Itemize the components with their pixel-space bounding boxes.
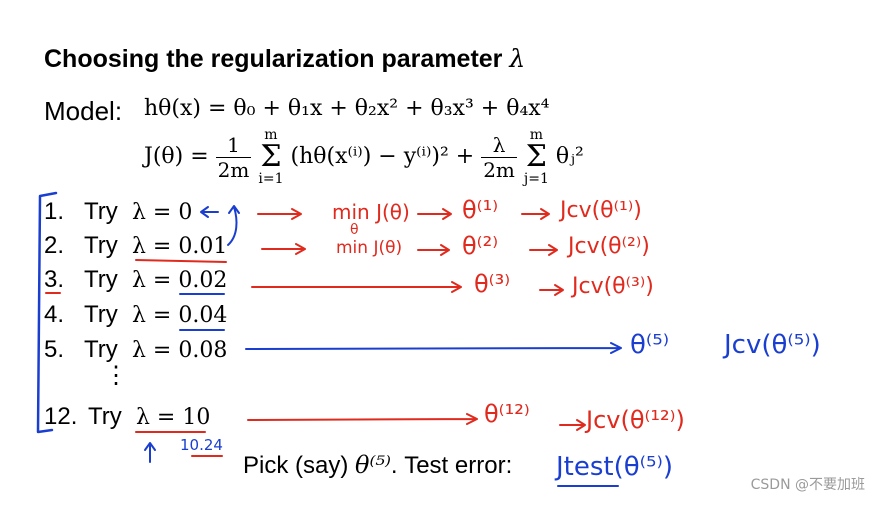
pick-sentence: Pick (say) θ⁽⁵⁾. Test error: (243, 451, 512, 480)
arrow-row1-c (521, 208, 550, 220)
arrow-row5 (245, 342, 622, 354)
try-label: Try (84, 198, 118, 225)
try-row-1: 1. Try λ = 0 (44, 198, 192, 230)
note-min-theta: θ (350, 222, 359, 238)
try-row-4: 4. Try λ = 0.04 (44, 301, 227, 333)
try-index: 12. (44, 403, 78, 430)
try-label: Try (84, 301, 118, 328)
try-index: 2. (44, 232, 65, 259)
lambda-value: λ = 0.01 (132, 234, 228, 259)
try-label: Try (88, 403, 122, 430)
model-label: Model: (44, 96, 123, 126)
lambda-value: λ = 0.04 (132, 303, 228, 328)
cost-lhs: J(θ) = (144, 144, 216, 169)
try-row-5: 5. Try λ = 0.08 (44, 336, 227, 368)
try-label: Try (84, 232, 118, 259)
arrow-row2-b (417, 244, 450, 256)
note-theta-5: θ⁽⁵⁾ (630, 330, 670, 360)
sum-upper: m (264, 127, 278, 143)
arrow-row1-b (417, 208, 452, 220)
try-label: Try (84, 266, 118, 293)
try-index: 5. (44, 336, 65, 363)
note-jcv-5: Jcv(θ⁽⁵⁾) (724, 330, 821, 360)
pick-theta: θ⁽⁵⁾ (355, 451, 391, 479)
try-row-2: 2. Try λ = 0.01 (44, 232, 227, 264)
bracket (36, 191, 58, 434)
note-theta-12: θ⁽¹²⁾ (484, 400, 530, 428)
note-min-1: min J(θ) (332, 200, 410, 224)
watermark: CSDN @不要加班 (750, 477, 865, 493)
sigma-symbol: Σ (525, 139, 547, 174)
curve-arrow-up (227, 205, 240, 246)
regularization-term: θⱼ² (555, 144, 584, 169)
title-text: Choosing the regularization parameter (44, 45, 510, 73)
sum-lower: i=1 (258, 171, 284, 187)
sigma-symbol: Σ (260, 139, 282, 174)
arrow-row3 (251, 281, 462, 293)
pick-suffix: . Test error: (390, 452, 513, 479)
arrow-row12 (247, 413, 478, 425)
fraction-denominator: 2m (217, 157, 250, 182)
lambda-value: λ = 0.08 (132, 338, 228, 363)
note-theta-1: θ⁽¹⁾ (462, 196, 499, 224)
try-label: Try (84, 336, 118, 363)
arrow-row12-b (559, 419, 586, 431)
note-min-2: min J(θ) (336, 238, 403, 258)
sum-upper: m (529, 127, 544, 143)
uparrow-lambda12 (144, 442, 156, 463)
note-jcv-2: Jcv(θ⁽²⁾) (568, 234, 650, 259)
fraction-numerator: λ (481, 133, 517, 158)
try-index: 4. (44, 301, 65, 328)
arrow-row1-a (257, 208, 302, 220)
arrow-row2-a (261, 243, 306, 255)
arrow-lambda0-left (200, 206, 219, 218)
cost-sum-body: (hθ(x⁽ⁱ⁾) − y⁽ⁱ⁾)² + (290, 144, 482, 169)
sum-lower: j=1 (523, 171, 549, 187)
note-jcv-1: Jcv(θ⁽¹⁾) (560, 198, 642, 223)
underline-row2 (135, 259, 227, 263)
note-theta-2: θ⁽²⁾ (462, 232, 499, 260)
title-lambda-symbol: λ (509, 44, 526, 73)
try-index: 3. (44, 266, 65, 293)
arrow-row2-c (529, 244, 558, 256)
note-jcv-3: Jcv(θ⁽³⁾) (572, 274, 654, 299)
note-jtest: Jtest(θ⁽⁵⁾) (556, 452, 673, 482)
slide-title: Choosing the regularization parameter λ (44, 44, 525, 74)
lambda-value: λ = 0.02 (132, 268, 228, 293)
note-theta-3: θ⁽³⁾ (474, 270, 511, 298)
hypothesis-equation: hθ(x) = θ₀ + θ₁x + θ₂x² + θ₃x³ + θ₄x⁴ (144, 96, 550, 121)
try-index: 1. (44, 198, 65, 225)
fraction-numerator: 1 (215, 133, 252, 158)
arrow-row3-b (539, 284, 564, 296)
lambda-value: λ = 10 (136, 405, 211, 430)
pick-prefix: Pick (say) (243, 452, 356, 479)
try-row-12: 12. Try λ = 10 (44, 403, 210, 435)
lambda-value: λ = 0 (132, 200, 193, 225)
note-scale: 10.24 (180, 436, 223, 454)
fraction-denominator: 2m (483, 157, 515, 182)
try-row-3: 3. Try λ = 0.02 (44, 266, 227, 298)
note-jcv-12: Jcv(θ⁽¹²⁾) (586, 406, 685, 434)
